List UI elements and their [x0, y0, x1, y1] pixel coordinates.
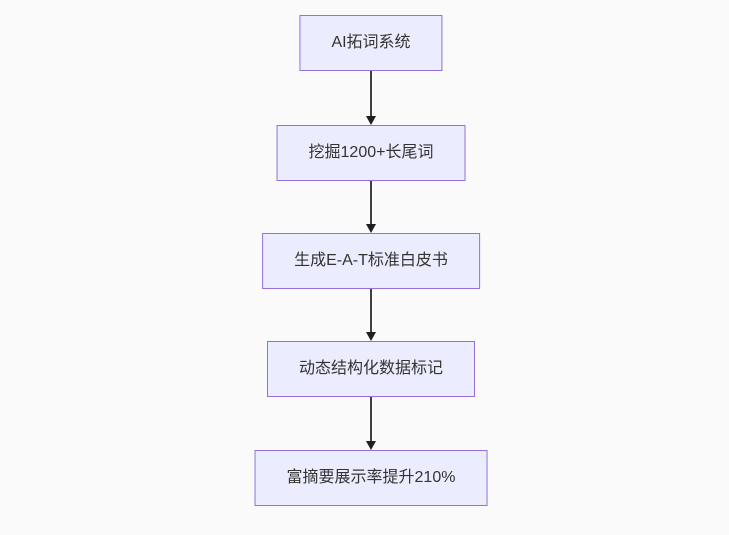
flow-node-structured-data-markup: 动态结构化数据标记	[266, 341, 476, 397]
arrow-line	[370, 289, 372, 332]
arrow-line	[370, 181, 372, 224]
flow-arrow-c-to-d	[365, 289, 377, 341]
arrow-line	[370, 71, 372, 116]
arrow-head-icon	[366, 224, 376, 233]
arrow-head-icon	[366, 332, 376, 341]
flow-node-rich-snippet-rate: 富摘要展示率提升210%	[254, 450, 488, 506]
arrow-line	[370, 397, 372, 441]
flow-arrow-b-to-c	[365, 181, 377, 233]
flow-node-longtail-mining: 挖掘1200+长尾词	[276, 125, 466, 181]
flow-node-eat-whitepaper: 生成E-A-T标准白皮书	[262, 233, 480, 289]
arrow-head-icon	[366, 116, 376, 125]
arrow-head-icon	[366, 441, 376, 450]
flow-arrow-a-to-b	[365, 71, 377, 125]
flow-arrow-d-to-e	[365, 397, 377, 450]
flow-node-ai-keyword-system: AI拓词系统	[299, 15, 443, 71]
